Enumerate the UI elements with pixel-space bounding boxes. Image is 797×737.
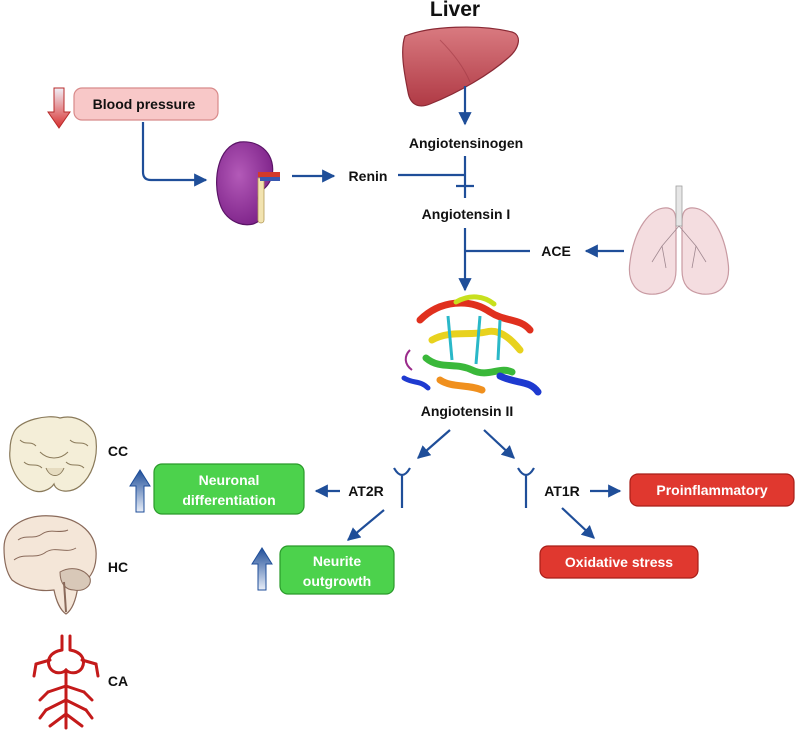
at1r-to-oxidative-stress-arrow <box>561 507 595 539</box>
ca-label: CA <box>108 673 128 689</box>
renin-label: Renin <box>349 168 388 184</box>
blood-pressure-to-kidney-arrow <box>141 122 208 187</box>
protein-structure-icon <box>401 294 542 396</box>
coronal-brain-icon <box>9 416 97 493</box>
angiotensin-ii-to-at1r-arrow <box>483 429 515 459</box>
blood-pressure-label: Blood pressure <box>93 96 196 112</box>
neurite-outgrowth-box <box>279 545 395 595</box>
neuronal-differentiation-label-line2: differentiation <box>182 492 275 508</box>
at1r-receptor-icon <box>517 467 535 508</box>
at2r-label: AT2R <box>348 483 384 499</box>
hc-label: HC <box>108 559 128 575</box>
angiotensinogen-label: Angiotensinogen <box>409 135 523 151</box>
cerebral-arteries-icon <box>32 634 100 730</box>
angiotensin-i-label: Angiotensin I <box>422 206 511 222</box>
angiotensin-ii-to-at2r-arrow <box>417 429 451 459</box>
at2r-receptor-icon <box>393 467 411 508</box>
angiotensin-ii-label: Angiotensin II <box>421 403 514 419</box>
diagram-title: Liver <box>430 0 480 21</box>
blood-pressure-down-arrow-icon <box>47 87 71 129</box>
at1r-label: AT1R <box>544 483 580 499</box>
proinflammatory-label: Proinflammatory <box>656 482 767 498</box>
lungs-icon <box>628 185 730 295</box>
kidney-icon <box>216 141 280 226</box>
blood-pressure-box <box>73 87 219 121</box>
oxidative-stress-label: Oxidative stress <box>565 554 673 570</box>
ace-label: ACE <box>541 243 571 259</box>
oxidative-stress-box <box>539 545 699 579</box>
proinflammatory-box <box>629 473 795 507</box>
neurite-outgrowth-label-line1: Neurite <box>313 553 361 569</box>
neuronal-differentiation-box <box>153 463 305 515</box>
liver-icon <box>402 26 519 107</box>
sagittal-brain-icon <box>3 515 97 615</box>
neurite-outgrowth-up-arrow-icon <box>251 547 273 591</box>
at2r-to-neurite-outgrowth-arrow <box>346 509 385 541</box>
neuronal-differentiation-label-line1: Neuronal <box>199 472 260 488</box>
cc-label: CC <box>108 443 128 459</box>
neuronal-differentiation-up-arrow-icon <box>129 469 151 513</box>
neurite-outgrowth-label-line2: outgrowth <box>303 573 371 589</box>
